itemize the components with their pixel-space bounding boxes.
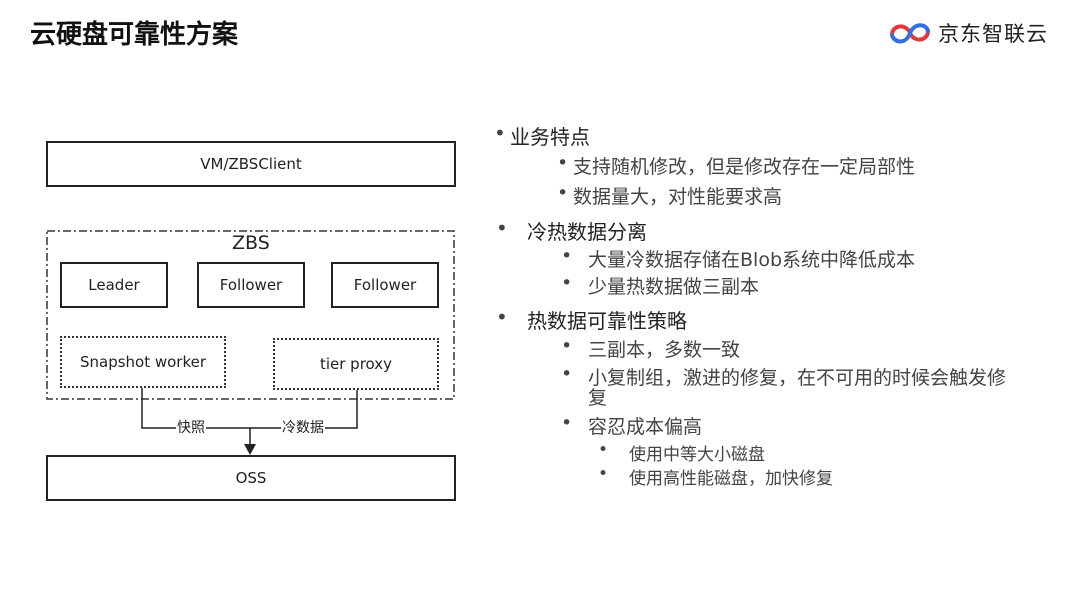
zbs-label: ZBS [232, 232, 270, 254]
client-box: VM/ZBSClient [46, 141, 456, 187]
bullet-dot: • [496, 305, 508, 329]
follower-node-1: Follower [197, 262, 305, 308]
snapshot-edge [141, 386, 250, 429]
zbs-cluster-frame [46, 230, 455, 400]
bullet-dot: • [557, 152, 569, 174]
bullet-dot: • [494, 121, 506, 145]
bullet-small-group-cont: 复 [588, 387, 608, 409]
bullet-business-features: 业务特点 [510, 125, 590, 149]
jd-cloud-logo-icon [890, 23, 930, 44]
follower-node-2: Follower [331, 262, 439, 308]
snapshot-worker-box: Snapshot worker [60, 336, 226, 388]
bullet-dot: • [496, 216, 508, 240]
bullet-dot: • [561, 335, 573, 357]
bullet-random-modify: 支持随机修改，但是修改存在一定局部性 [573, 156, 916, 178]
bullet-dot: • [557, 182, 569, 204]
bullet-hot-cold: 冷热数据分离 [527, 220, 647, 244]
bullet-dot: • [561, 412, 573, 434]
bullet-large-data: 数据量大，对性能要求高 [573, 186, 783, 208]
bullet-tolerate-cost: 容忍成本偏高 [588, 416, 703, 438]
bullet-dot: • [598, 464, 609, 484]
bullet-small-group: 小复制组，激进的修复，在不可用的时候会触发修 [588, 367, 1007, 389]
leader-node: Leader [60, 262, 168, 308]
brand-name: 京东智联云 [938, 22, 1048, 46]
brand-logo: 京东智联云 [888, 16, 1048, 50]
oss-box: OSS [46, 455, 456, 501]
page-title: 云硬盘可靠性方案 [30, 20, 239, 50]
bullet-hot-replica: 少量热数据做三副本 [588, 276, 760, 298]
arrow-head-icon [244, 444, 256, 455]
bullet-dot: • [561, 363, 573, 385]
cold-data-edge-label: 冷数据 [281, 417, 325, 437]
bullet-medium-disk: 使用中等大小磁盘 [629, 445, 765, 465]
bullet-fast-disk: 使用高性能磁盘，加快修复 [629, 469, 833, 489]
bullet-three-replica: 三副本，多数一致 [588, 339, 741, 361]
snapshot-edge-label: 快照 [176, 417, 206, 437]
bullet-dot: • [561, 272, 573, 294]
bullet-dot: • [598, 440, 609, 460]
tier-proxy-box: tier proxy [273, 338, 439, 390]
bullet-hot-strategy: 热数据可靠性策略 [527, 309, 687, 333]
bullet-cold-blob: 大量冷数据存储在Blob系统中降低成本 [588, 249, 915, 271]
bullet-dot: • [561, 245, 573, 267]
